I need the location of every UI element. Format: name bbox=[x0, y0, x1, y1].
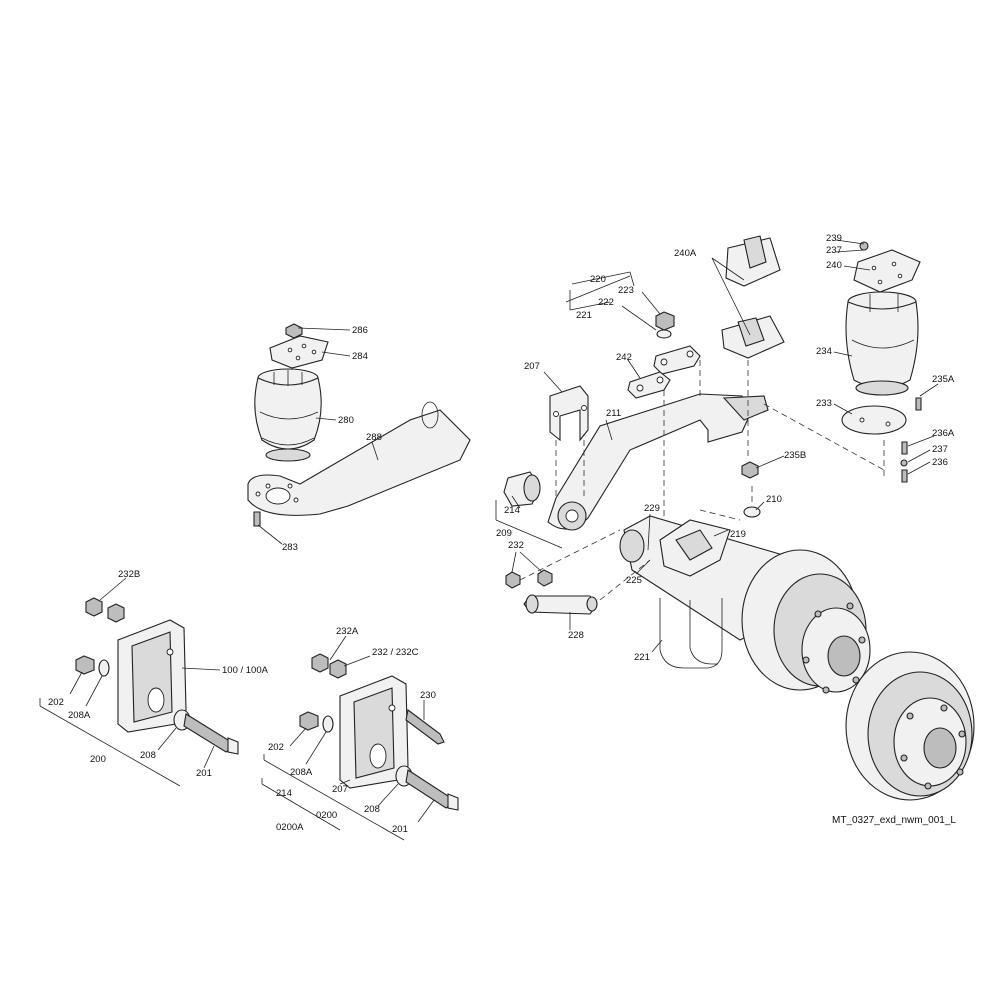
callout-280: 280 bbox=[338, 415, 354, 426]
callout-236: 236 bbox=[932, 457, 948, 468]
drawing-id-caption: MT_0327_exd_nwm_001_L bbox=[832, 815, 956, 826]
bolt-236a bbox=[901, 441, 908, 455]
nut-232b-b bbox=[107, 603, 125, 623]
washer-237 bbox=[900, 459, 908, 467]
callout-221-lower: 221 bbox=[634, 652, 650, 663]
bracket-207 bbox=[549, 385, 589, 442]
callout-235b: 235B bbox=[784, 450, 806, 461]
bolt-201-b bbox=[405, 769, 453, 809]
callout-232-right: 232 bbox=[508, 540, 524, 551]
callout-201-left: 201 bbox=[196, 768, 212, 779]
callout-220: 220 bbox=[590, 274, 606, 285]
callout-0200: 0200 bbox=[316, 810, 337, 821]
callout-207-right: 207 bbox=[524, 361, 540, 372]
callout-235a: 235A bbox=[932, 374, 955, 385]
callout-242: 242 bbox=[616, 352, 632, 363]
nut-235b bbox=[741, 461, 759, 479]
nut-232a-b bbox=[329, 659, 347, 679]
air-spring-left-assembly bbox=[247, 323, 471, 545]
callout-211: 211 bbox=[606, 408, 621, 419]
air-bellows-280 bbox=[254, 377, 322, 450]
callout-201-mid: 201 bbox=[392, 824, 408, 835]
shackle-plate-222 bbox=[653, 345, 701, 375]
bolt-201-a bbox=[183, 713, 233, 753]
callout-232b: 232B bbox=[118, 569, 140, 580]
nut-232b-a bbox=[85, 597, 103, 617]
piston-plate-233 bbox=[841, 405, 907, 435]
callout-207-mid: 207 bbox=[332, 784, 348, 795]
callout-214-right: 214 bbox=[504, 505, 520, 516]
callout-283: 283 bbox=[282, 542, 298, 553]
callout-100-100a: 100 / 100A bbox=[222, 665, 269, 676]
nut-202-a bbox=[75, 655, 95, 675]
callout-208-mid: 208 bbox=[364, 804, 380, 815]
callout-225: 225 bbox=[626, 575, 642, 586]
callout-284: 284 bbox=[352, 351, 368, 362]
callout-202-left: 202 bbox=[48, 697, 64, 708]
callout-237-upper: 237 bbox=[826, 245, 842, 256]
washer-208a-b bbox=[322, 715, 334, 733]
callout-236a: 236A bbox=[932, 428, 955, 439]
callout-221-upper: 221 bbox=[576, 310, 592, 321]
callout-234: 234 bbox=[816, 346, 832, 357]
top-plate-240 bbox=[853, 249, 921, 293]
washer-208a-a bbox=[98, 659, 110, 677]
callout-202-mid: 202 bbox=[268, 742, 284, 753]
bolt-236 bbox=[901, 469, 908, 483]
callout-233: 233 bbox=[816, 398, 832, 409]
callout-229: 229 bbox=[644, 503, 660, 514]
callout-219: 219 bbox=[730, 529, 746, 540]
callout-223: 223 bbox=[618, 285, 634, 296]
callout-208-left: 208 bbox=[140, 750, 156, 761]
air-bellows-234 bbox=[845, 301, 919, 389]
callout-286: 286 bbox=[352, 325, 368, 336]
callout-labels: 286 284 280 288 283 220 222 221 223 240A… bbox=[48, 233, 956, 835]
callout-0200a: 0200A bbox=[276, 822, 304, 833]
callout-240: 240 bbox=[826, 260, 842, 271]
callout-210: 210 bbox=[766, 494, 782, 505]
nut-232-a bbox=[505, 571, 521, 589]
axle-assembly bbox=[495, 235, 975, 801]
bolt-283 bbox=[253, 511, 261, 527]
callout-208a-left: 208A bbox=[68, 710, 91, 721]
callout-230: 230 bbox=[420, 690, 436, 701]
nut-232a-a bbox=[311, 653, 329, 673]
callout-237-lower: 237 bbox=[932, 444, 948, 455]
nut-223 bbox=[655, 311, 675, 331]
callout-239: 239 bbox=[826, 233, 842, 244]
top-plate-284 bbox=[269, 335, 329, 369]
bolt-235a bbox=[915, 397, 922, 411]
trailing-arm-288 bbox=[247, 409, 471, 516]
nut-286 bbox=[285, 323, 303, 339]
callout-232a: 232A bbox=[336, 626, 359, 637]
bolt-230 bbox=[405, 709, 445, 745]
hanger-bracket-assembly-200 bbox=[39, 577, 239, 787]
callout-228: 228 bbox=[568, 630, 584, 641]
callout-232-232c: 232 / 232C bbox=[372, 647, 419, 658]
callout-208a-mid: 208A bbox=[290, 767, 313, 778]
hanger-bracket-assembly-0200 bbox=[261, 635, 459, 841]
callout-200: 200 bbox=[90, 754, 106, 765]
callout-240a: 240A bbox=[674, 248, 697, 259]
callout-222: 222 bbox=[598, 297, 614, 308]
callout-214-mid: 214 bbox=[276, 788, 292, 799]
nut-202-b bbox=[299, 711, 319, 731]
shock-absorber-228 bbox=[523, 595, 597, 615]
callout-209: 209 bbox=[496, 528, 512, 539]
callout-288: 288 bbox=[366, 432, 382, 443]
nut-232-b bbox=[537, 569, 553, 587]
